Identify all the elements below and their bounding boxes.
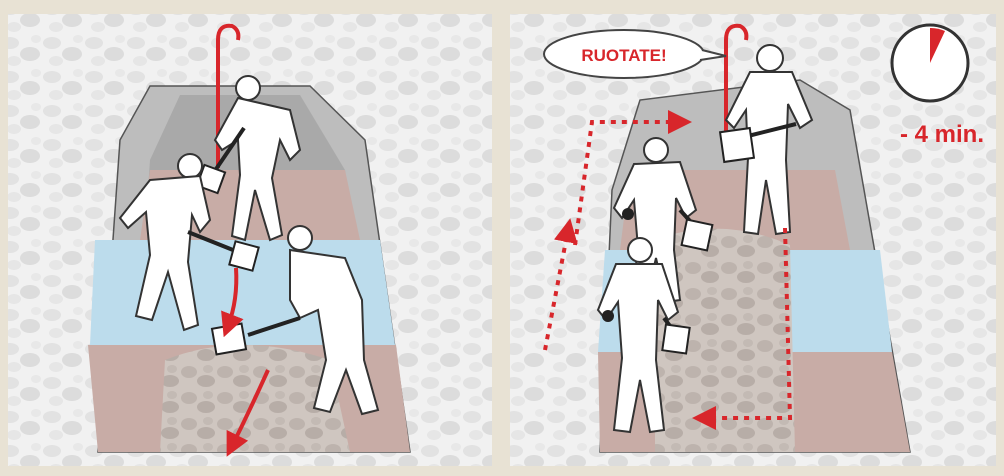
clock-icon <box>892 25 968 101</box>
timer-label: - 4 min. <box>900 121 984 148</box>
rotate-callout: RUOTATE! <box>581 46 666 65</box>
panel-left <box>8 14 492 466</box>
panel-right: RUOTATE! - 4 min. <box>510 14 996 466</box>
panel-divider <box>492 14 510 466</box>
